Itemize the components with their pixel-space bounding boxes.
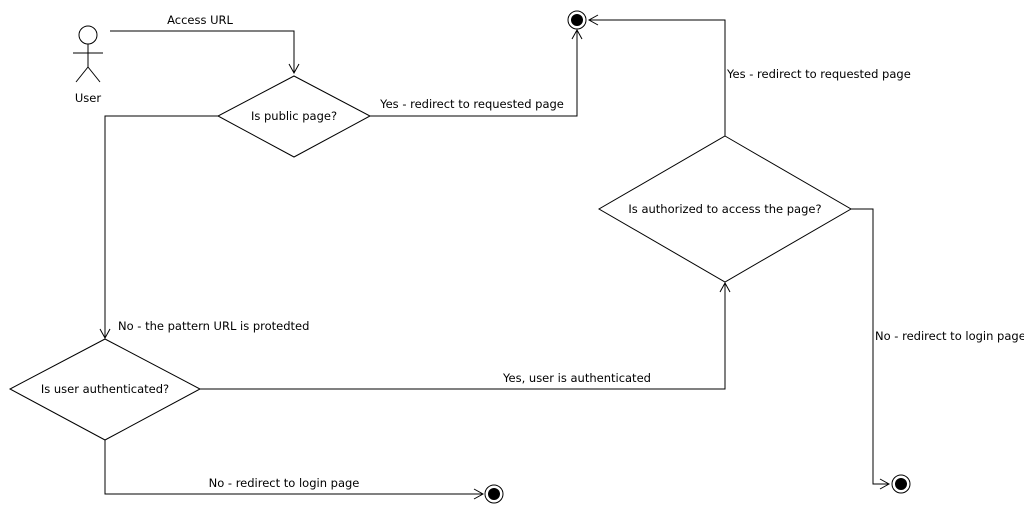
decision-public-page [216, 75, 372, 158]
edge-public-no [99, 115, 218, 340]
edge-public-yes [370, 28, 583, 117]
decision-authorized [598, 135, 852, 283]
actor-label: User [75, 91, 101, 105]
edge-authz-yes [587, 14, 726, 136]
edge-label-public-yes: Yes - redirect to requested page [379, 97, 564, 111]
edge-label-access-url: Access URL [167, 13, 233, 27]
decision-public-page-label: Is public page? [251, 109, 337, 123]
edge-label-auth-yes: Yes, user is authenticated [502, 371, 651, 385]
edge-label-authz-no: No - redirect to login page [875, 329, 1024, 343]
edge-label-public-no: No - the pattern URL is protedted [118, 319, 309, 333]
decision-user-authenticated-label: Is user authenticated? [41, 382, 169, 396]
edge-access-url [110, 30, 300, 75]
edge-authz-no [851, 208, 891, 490]
final-node-right [891, 474, 911, 494]
edge-auth-yes [200, 281, 731, 390]
user-actor-icon [73, 25, 103, 83]
decision-authorized-label: Is authorized to access the page? [628, 202, 821, 216]
final-node-top [567, 10, 587, 30]
edge-label-authz-yes: Yes - redirect to requested page [726, 67, 911, 81]
final-node-bottom [484, 484, 504, 504]
edge-auth-no [104, 440, 485, 500]
edge-label-auth-no: No - redirect to login page [209, 476, 360, 490]
